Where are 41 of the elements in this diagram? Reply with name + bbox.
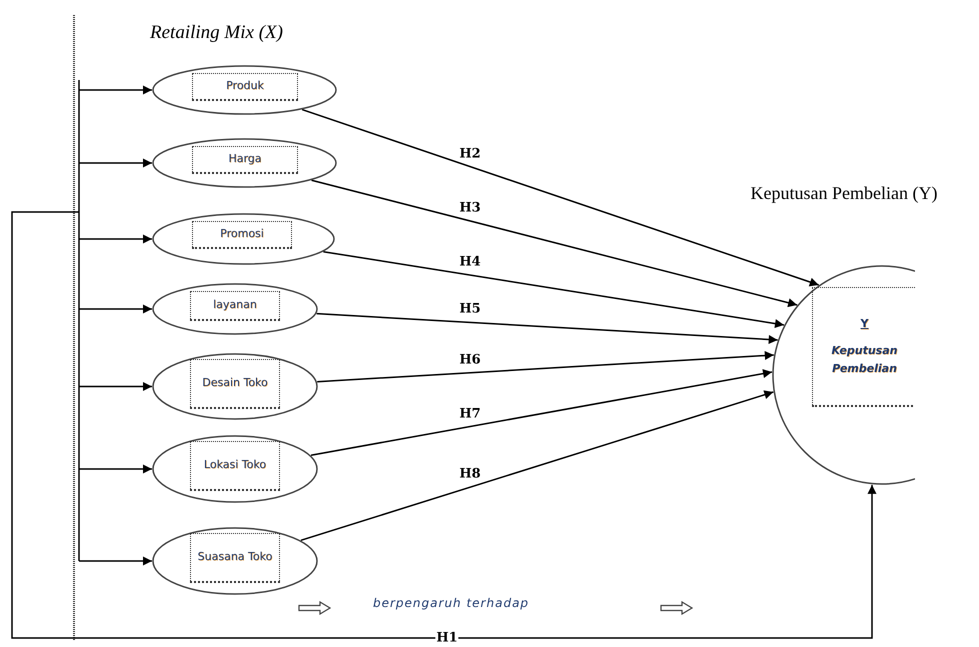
ellipse-node <box>152 435 318 503</box>
edge-label: H2 <box>458 147 482 160</box>
variable-name: Keputusan Pembelian <box>830 343 898 377</box>
heading: Retailing Mix (X) <box>150 22 283 44</box>
arrow <box>79 234 152 244</box>
arrow <box>79 556 152 566</box>
arrow <box>79 304 152 314</box>
variable-name: Produk <box>226 78 264 94</box>
arrow <box>311 180 798 308</box>
variable-name: Promosi <box>220 226 264 242</box>
variable-heading: Keputusan Pembelian (Y) <box>750 183 938 205</box>
note-text: berpengaruh terhadap <box>373 596 530 610</box>
variable-name: Lokasi Toko <box>204 457 266 474</box>
variable-name: Harga <box>228 151 262 168</box>
ellipse-node <box>152 138 337 188</box>
arrow <box>310 369 772 456</box>
ellipse-node <box>152 213 335 265</box>
ellipse-node <box>152 527 318 595</box>
edge-label: H6 <box>458 353 482 366</box>
arrow <box>79 86 152 94</box>
arrow <box>79 464 152 474</box>
arrow <box>323 250 784 328</box>
variable-name: Suasana Toko <box>198 549 272 566</box>
ellipse-node <box>152 283 318 335</box>
edge-label: H8 <box>458 468 482 481</box>
arrow <box>79 382 152 391</box>
variable-name: layanan <box>213 297 257 314</box>
arrow <box>317 351 774 382</box>
arrow <box>79 158 152 168</box>
ellipse-node <box>152 353 318 420</box>
edge-label: H3 <box>458 201 482 214</box>
edge-label: H7 <box>458 407 482 420</box>
variable-symbol: Y <box>860 316 868 332</box>
variable-name: Desain Toko <box>202 375 268 392</box>
arrow <box>11 211 876 639</box>
arrow <box>300 390 774 542</box>
arrow <box>302 108 819 286</box>
arrow <box>316 312 778 344</box>
edge-label: H5 <box>458 302 482 316</box>
ellipse-node <box>152 65 337 115</box>
edge-label: H1 <box>435 632 459 644</box>
